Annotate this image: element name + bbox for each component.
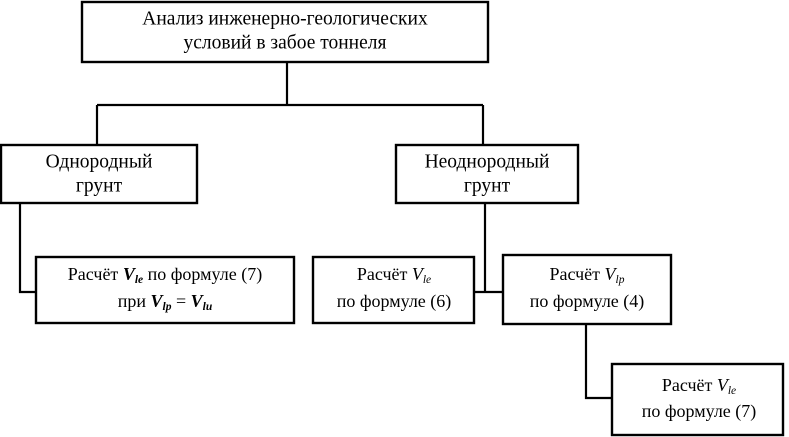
edge-calc4-to-calc7 <box>584 324 612 400</box>
calc7-cond-l1-pre: Расчёт <box>68 264 123 284</box>
calc7-cond-l2-var1: V <box>151 291 165 311</box>
node-calc7-cond-box[interactable] <box>34 255 296 325</box>
node-calc4[interactable]: Расчёт Vlp по формуле (4) <box>501 253 673 326</box>
calc7-cond-l1-sub: le <box>135 274 143 286</box>
node-root-box[interactable] <box>80 0 490 64</box>
node-calc6-box[interactable] <box>311 255 476 325</box>
calc6-l1-var: V <box>412 264 425 284</box>
node-calc7-cond-line2: при Vlp = Vlu <box>118 291 213 313</box>
node-homogeneous-line2: грунт <box>76 175 123 196</box>
calc7-cond-l1-post: по формуле (7) <box>143 264 262 285</box>
node-calc6[interactable]: Расчёт Vle по формуле (6) <box>311 255 476 325</box>
node-calc6-line1: Расчёт Vle <box>357 264 431 286</box>
calc4-l1-pre: Расчёт <box>550 264 605 284</box>
node-homogeneous[interactable]: Однородный грунт <box>0 143 199 205</box>
node-calc7-box[interactable] <box>610 362 785 437</box>
node-root-line1: Анализ инженерно-геологических <box>142 8 428 29</box>
connector-group <box>18 62 612 400</box>
node-heterogeneous[interactable]: Неоднородный грунт <box>394 143 580 205</box>
node-root[interactable]: Анализ инженерно-геологических условий в… <box>80 0 490 64</box>
node-calc4-line2: по формуле (4) <box>530 291 645 312</box>
node-root-line2: условий в забое тоннеля <box>184 32 387 53</box>
edge-homogeneous-to-calc7cond <box>18 203 36 294</box>
calc6-l1-sub: le <box>423 274 431 286</box>
calc7-cond-l2-eq: = <box>171 291 190 311</box>
node-calc4-line1: Расчёт Vlp <box>550 264 625 286</box>
calc4-l1-var: V <box>605 264 618 284</box>
calc4-l1-sub: lp <box>616 274 625 286</box>
calc7-cond-l1-var: V <box>123 264 137 284</box>
node-calc4-box[interactable] <box>501 253 673 326</box>
calc6-l1-pre: Расчёт <box>357 264 412 284</box>
calc7-cond-l2-sub1: lp <box>163 301 172 313</box>
node-calc7[interactable]: Расчёт Vle по формуле (7) <box>610 362 785 437</box>
node-heterogeneous-box[interactable] <box>394 143 580 205</box>
node-calc7-cond-line1: Расчёт Vle по формуле (7) <box>68 264 262 286</box>
node-homogeneous-box[interactable] <box>0 143 199 205</box>
calc7-l1-var: V <box>717 375 730 395</box>
calc7-cond-l2-sub2: lu <box>203 301 213 313</box>
calc7-l1-sub: le <box>728 385 736 397</box>
calc7-l1-pre: Расчёт <box>662 375 717 395</box>
node-heterogeneous-line1: Неоднородный <box>425 151 550 172</box>
node-calc7-cond[interactable]: Расчёт Vle по формуле (7) при Vlp = Vlu <box>34 255 296 325</box>
node-calc6-line2: по формуле (6) <box>337 291 452 312</box>
node-calc7-line1: Расчёт Vle <box>662 375 736 397</box>
node-homogeneous-line1: Однородный <box>46 151 153 172</box>
calc7-cond-l2-var2: V <box>191 291 205 311</box>
calc7-cond-l2-pre: при <box>118 291 151 311</box>
node-calc7-line2: по формуле (7) <box>642 401 757 422</box>
node-heterogeneous-line2: грунт <box>464 175 511 196</box>
